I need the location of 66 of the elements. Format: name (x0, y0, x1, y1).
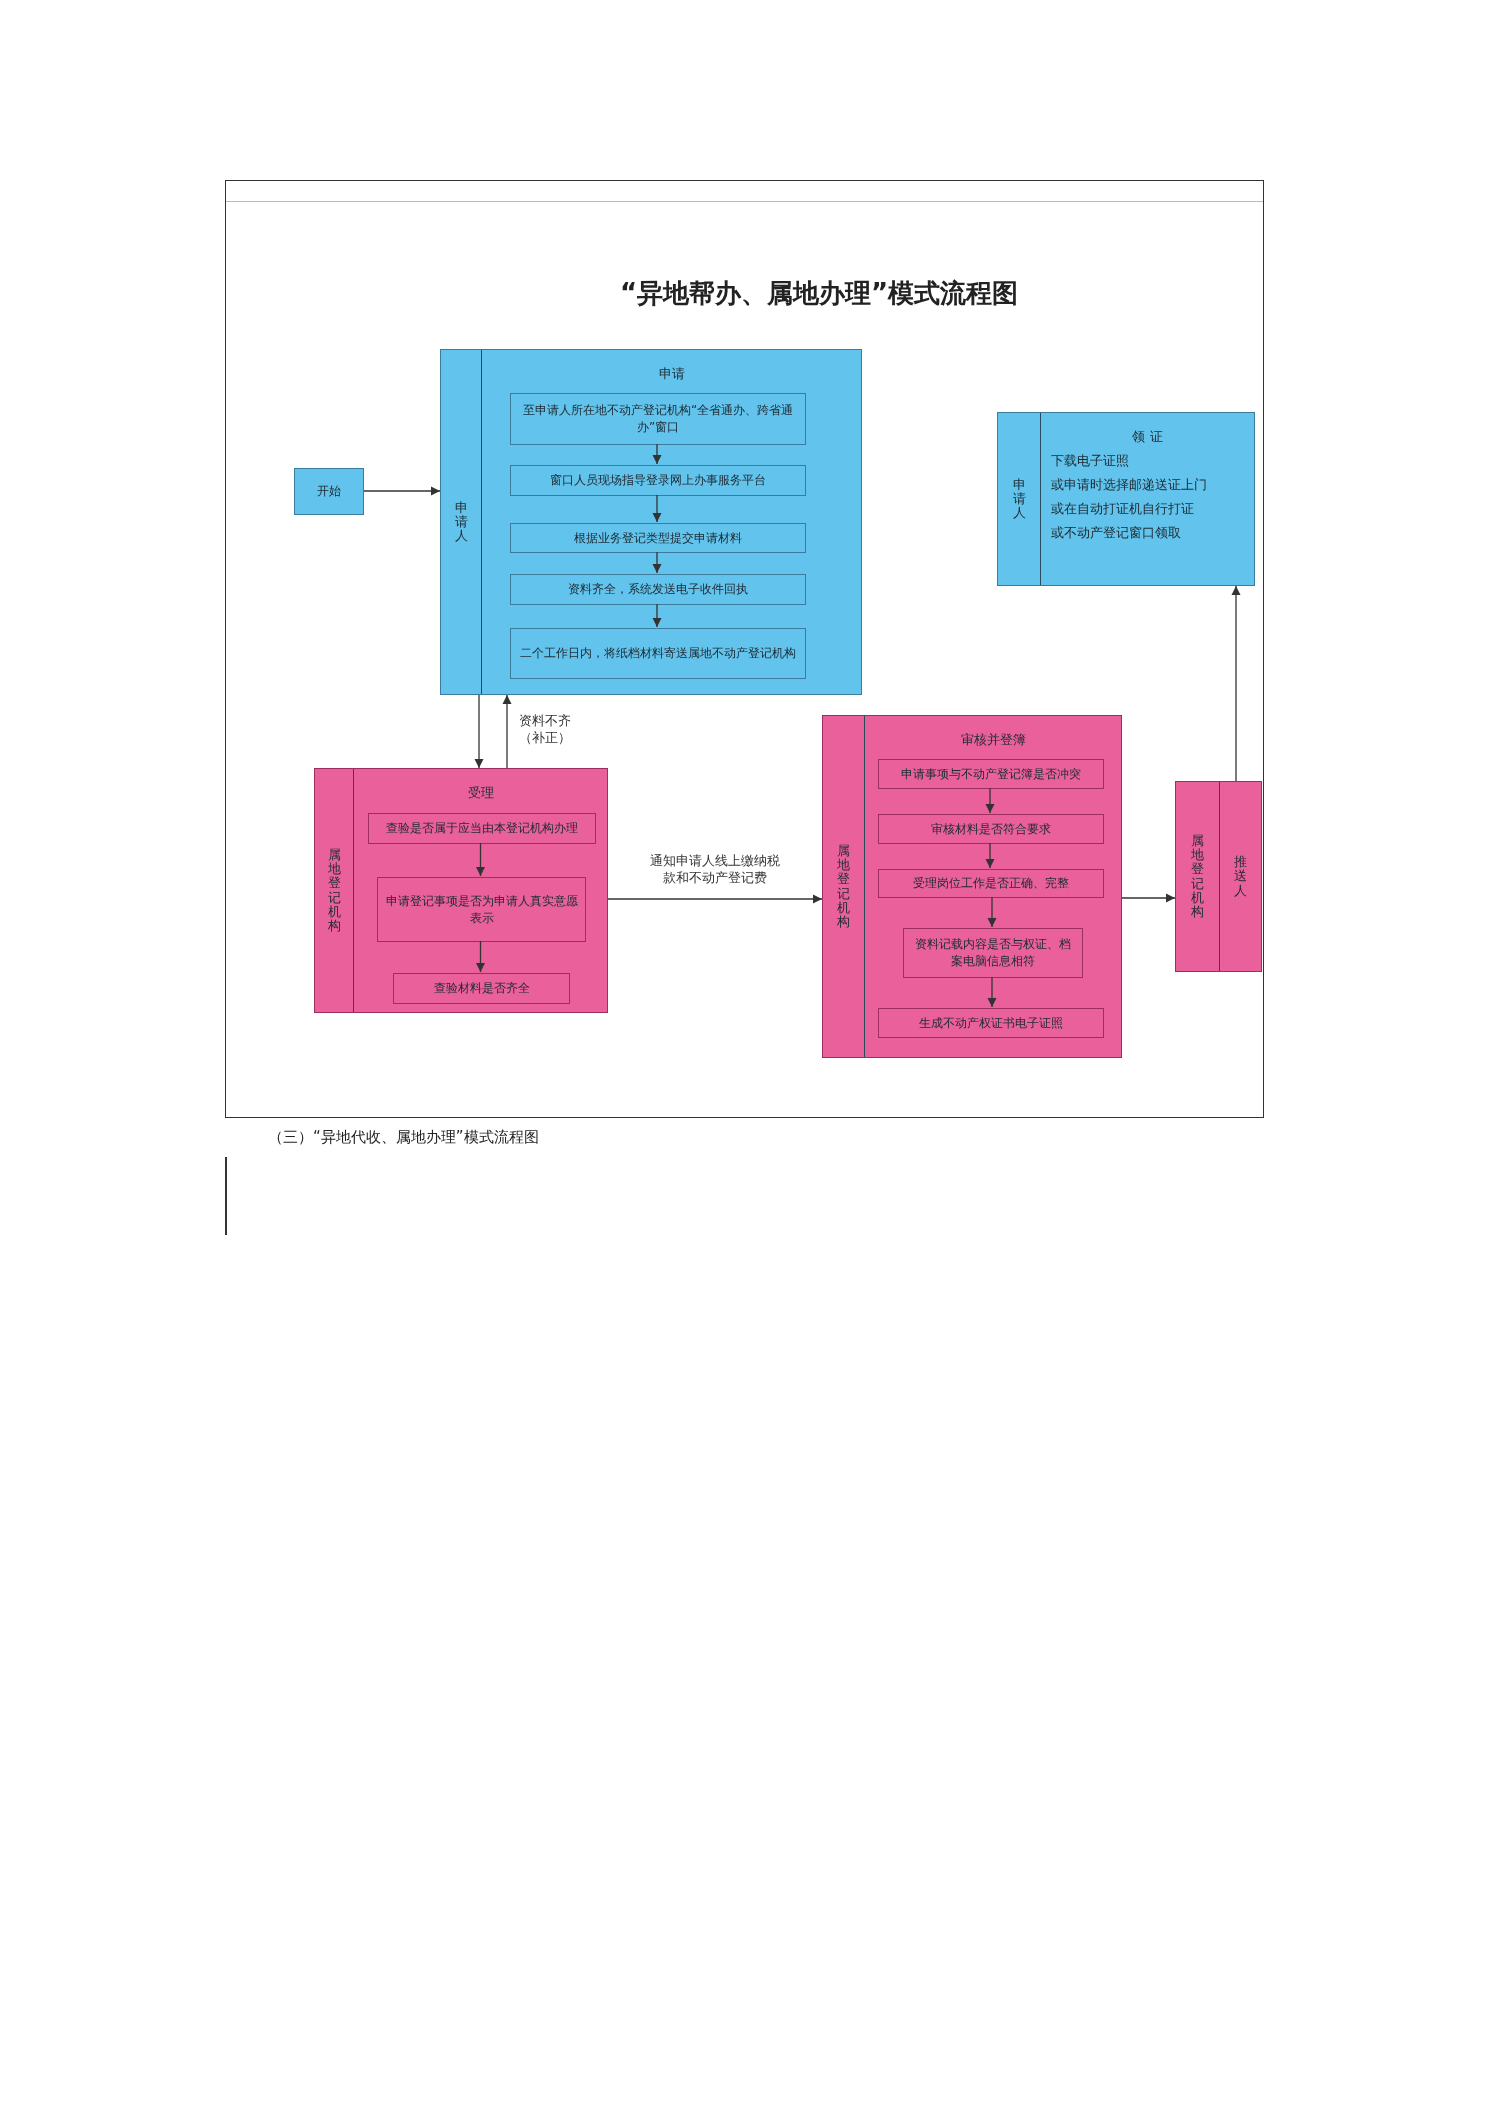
option-text: 或在自动打证机自行打证 (1051, 500, 1194, 518)
process-box (294, 468, 364, 515)
step-text: 申请登记事项是否为申请人真实意愿表示 (384, 892, 579, 927)
swimlane-panel (314, 768, 608, 1013)
step-text: 生成不动产权证书电子证照 (919, 1014, 1063, 1032)
process-box (878, 759, 1104, 789)
arrow (985, 842, 995, 869)
option-text: 或申请时选择邮递送证上门 (1051, 476, 1207, 494)
process-box (903, 928, 1083, 978)
lane-label: 属地登记机构 (1191, 833, 1204, 920)
panel-heading: 申请 (658, 365, 685, 383)
step-text: 查验是否属于应当由本登记机构办理 (386, 820, 578, 837)
step-text: 资料记载内容是否与权证、档案电脑信息相符 (914, 936, 1072, 970)
step-text: 二个工作日内，将纸档材料寄送属地不动产登记机构 (520, 645, 796, 662)
step-text: 申请事项与不动产登记簿是否冲突 (901, 765, 1081, 783)
step-text: 查验材料是否齐全 (433, 980, 530, 997)
arrow (474, 694, 484, 769)
arrow (607, 894, 823, 904)
step-text: 开始 (317, 483, 341, 500)
arrow (475, 940, 486, 973)
panel-heading: 受理 (467, 784, 494, 802)
option-text: 下载电子证照 (1051, 452, 1129, 470)
option-text: 或不动产登记窗口领取 (1051, 524, 1181, 542)
step-text: 受理岗位工作是否正确、完整 (913, 875, 1069, 892)
swimlane-panel (822, 715, 1122, 1058)
arrow (652, 494, 662, 523)
swimlane-panel (440, 349, 862, 695)
panel-heading: 审核并登簿 (960, 731, 1026, 749)
lane-label: 属地登记机构 (837, 843, 850, 930)
step-text: 根据业务登记类型提交申请材料 (574, 529, 742, 547)
step-text: 审核材料是否符合要求 (931, 820, 1051, 838)
arrow (363, 486, 441, 496)
process-box (878, 814, 1104, 844)
arrow (985, 787, 995, 814)
panel-heading: 领 证 (1132, 428, 1163, 446)
process-box (377, 877, 586, 942)
process-box (368, 813, 596, 844)
lane-label: 申请人 (1012, 477, 1026, 521)
edge-label: 通知申请人线上缴纳税款和不动产登记费 (650, 852, 780, 886)
step-text: 至申请人所在地不动产登记机构“全省通办、跨省通办”窗口 (521, 402, 795, 436)
process-box (510, 574, 806, 605)
process-box (393, 973, 570, 1004)
arrow (652, 603, 662, 628)
process-box (510, 465, 806, 496)
arrow (987, 896, 997, 928)
arrow (652, 551, 662, 574)
process-box (510, 523, 806, 553)
arrow (475, 842, 486, 877)
diagram-title: “异地帮办、属地办理”模式流程图 (620, 277, 1019, 310)
arrow (652, 443, 662, 465)
process-box (510, 628, 806, 679)
swimlane-box (1175, 781, 1262, 972)
swimlane-box (997, 412, 1255, 586)
arrow (1231, 585, 1241, 782)
process-box (878, 869, 1104, 898)
arrow (1121, 893, 1176, 903)
process-box (878, 1008, 1104, 1038)
process-box (510, 393, 806, 445)
lane-label: 申请人 (454, 500, 468, 544)
step-text: 资料齐全，系统发送电子收件回执 (568, 581, 748, 598)
arrow (502, 694, 512, 769)
arrow (987, 976, 997, 1008)
lane-label: 属地登记机构 (327, 847, 341, 934)
lane-label: 推送人 (1234, 855, 1247, 898)
step-text: 窗口人员现场指导登录网上办事服务平台 (550, 472, 766, 489)
figure-caption: （三）“异地代收、属地办理”模式流程图 (268, 1127, 539, 1148)
